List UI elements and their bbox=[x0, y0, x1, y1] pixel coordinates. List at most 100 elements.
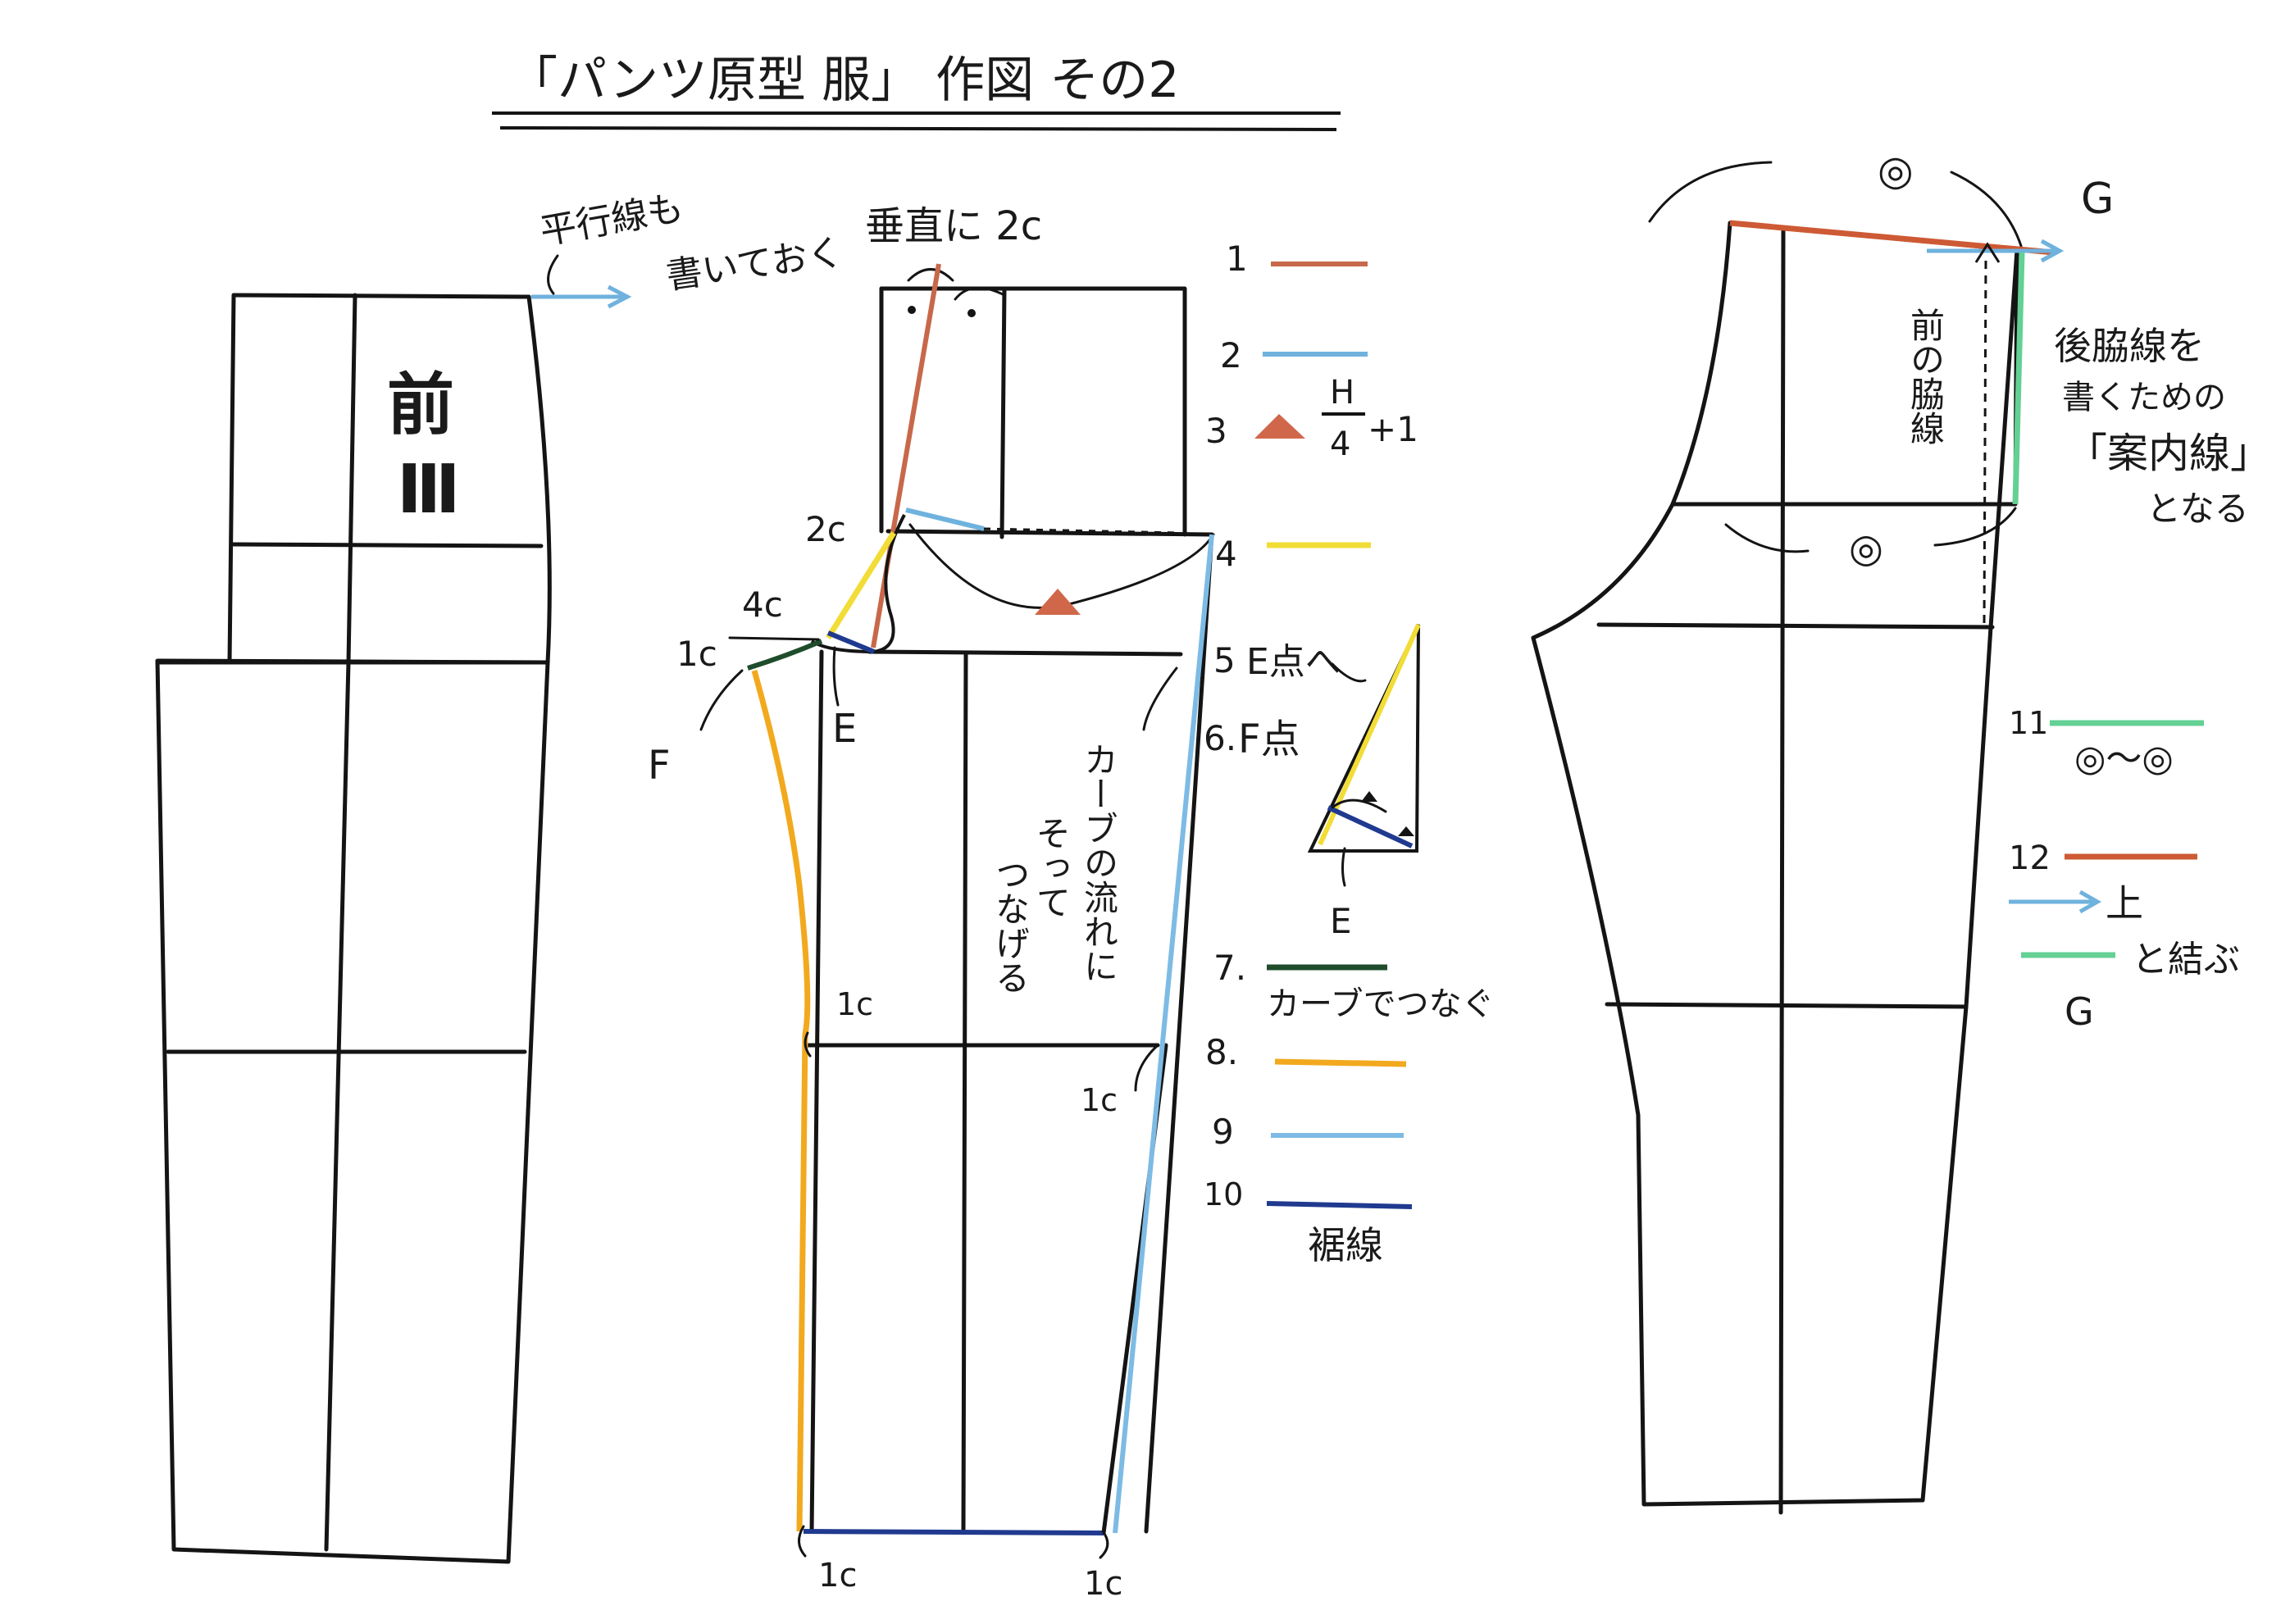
line10-navy-hem bbox=[803, 1529, 1104, 1535]
legend-num-8: 8. bbox=[1205, 1032, 1238, 1072]
pointer-curve-icon bbox=[547, 254, 559, 295]
front-hip-line bbox=[231, 542, 544, 548]
legend: 1 2 3 H 4 +1 4 5 E点へ 6. F点 E 7. カーブでつなぐ … bbox=[1204, 239, 1495, 1267]
back-note-3: 「案内線」 bbox=[2066, 430, 2271, 477]
legend-num-3: 3 bbox=[1205, 411, 1227, 451]
back-mid-arc-right bbox=[1933, 507, 2017, 547]
line7-darkgreen-curve bbox=[747, 639, 823, 671]
back-front-line-note: 前の脇線 bbox=[1905, 307, 1946, 445]
mark-1c-left: 1c bbox=[676, 634, 717, 674]
crotch-curve-ink bbox=[810, 514, 906, 654]
line8-orange-inseam bbox=[751, 670, 811, 1532]
legend-text-7: カーブでつなぐ bbox=[1267, 985, 1495, 1023]
knee-right-mark-icon bbox=[1134, 1044, 1159, 1092]
legend-text-10: 裾線 bbox=[1308, 1223, 1383, 1267]
back-crotch-line bbox=[1596, 622, 1995, 630]
back-dashed-guide bbox=[1983, 257, 1987, 624]
mark-2c: 2c bbox=[805, 509, 846, 549]
inset-yellow-line bbox=[1318, 623, 1421, 846]
legend12-text1: 上 bbox=[2106, 881, 2143, 926]
back-knee-line bbox=[1605, 1002, 1969, 1009]
inset-angle-icon bbox=[1331, 798, 1387, 813]
legend-swatch-10 bbox=[1266, 1201, 1413, 1209]
vertical-2c-note: 垂直に 2c bbox=[865, 203, 1042, 249]
legend-num-1: 1 bbox=[1226, 239, 1248, 279]
inset-navy-line bbox=[1327, 805, 1414, 848]
middle-crotch-line bbox=[867, 649, 1183, 657]
legend-num-7: 7. bbox=[1213, 948, 1246, 988]
middle-outseam-base bbox=[1144, 532, 1214, 1534]
back-note-1: 後脇線を bbox=[2054, 324, 2205, 368]
back-side-curve bbox=[1531, 221, 1732, 640]
label-E: E bbox=[832, 706, 857, 752]
curve-note-2: そって bbox=[1031, 816, 1072, 919]
back-top-arc-left bbox=[1648, 161, 1773, 223]
curve-note-3: つなげる bbox=[990, 857, 1031, 994]
legend-triangle-icon bbox=[1254, 414, 1305, 439]
front-label: 前 bbox=[387, 366, 454, 444]
inset-triangle-mark bbox=[1361, 791, 1377, 802]
arrow-right-icon bbox=[607, 284, 632, 309]
legend-num-4: 4 bbox=[1215, 534, 1237, 574]
legend11-text: ◎〜◎ bbox=[2074, 738, 2174, 780]
mark-4c: 4c bbox=[742, 585, 783, 625]
curve-note-1: カーブの流れに bbox=[1079, 742, 1119, 983]
hem-right-mark-icon bbox=[1099, 1530, 1109, 1559]
knee-left-mark-icon bbox=[804, 1031, 812, 1058]
back-lower-outline bbox=[1531, 625, 1993, 1507]
back-mark-top: ◎ bbox=[1878, 147, 1914, 194]
front-lower-outline bbox=[155, 658, 550, 1564]
back-pattern-figure: ◎ G ◎ 前の脇線 後脇線を 書くための 「案内線」 となる 11 ◎〜◎ 1… bbox=[1531, 147, 2271, 1515]
back-upper-right-edge bbox=[1988, 248, 2019, 630]
legend12-G: G bbox=[2065, 989, 2094, 1034]
inset-label-E: E bbox=[1330, 901, 1352, 941]
triangle-mark-icon bbox=[1035, 589, 1081, 615]
legend12-arrow-icon bbox=[2078, 889, 2102, 914]
mark-1c-knee-right: 1c bbox=[1081, 1082, 1118, 1118]
legend-num-5: 5 bbox=[1213, 640, 1236, 680]
legend-inset-diagram: E bbox=[1307, 623, 1421, 941]
dot-mark-2 bbox=[967, 309, 976, 317]
pointer-E bbox=[832, 646, 840, 707]
line12-brown-waist bbox=[1729, 220, 2055, 256]
back-mid-arc-left bbox=[1724, 523, 1810, 553]
front-upper-left-edge bbox=[227, 293, 236, 665]
angle-mark-icon bbox=[907, 268, 954, 282]
legend-3-numerator: H bbox=[1330, 374, 1354, 412]
line5-navy bbox=[826, 630, 876, 654]
line11-green-guide bbox=[2012, 252, 2025, 505]
back-label-G: G bbox=[2081, 175, 2114, 224]
4c-span-line bbox=[728, 636, 820, 641]
parallel-note-line1: 平行線も bbox=[537, 187, 686, 253]
pointer-F bbox=[699, 669, 744, 731]
back-center-line bbox=[1778, 227, 1786, 1515]
hem-left-mark-icon bbox=[798, 1525, 807, 1558]
mark-1c-knee-left: 1c bbox=[836, 986, 873, 1022]
line2-blue bbox=[905, 507, 985, 531]
legend-num-10: 10 bbox=[1204, 1176, 1243, 1212]
legend12-text2: と結ぶ bbox=[2132, 939, 2240, 980]
mark-1c-hem-left: 1c bbox=[818, 1557, 857, 1594]
legend-3-denominator: 4 bbox=[1330, 425, 1350, 463]
inset-triangle-mark-2 bbox=[1398, 826, 1414, 836]
back-upper-outline bbox=[1670, 221, 2019, 507]
legend-5-arrow-icon bbox=[1331, 662, 1367, 683]
title-underline-2 bbox=[499, 126, 1337, 131]
legend12-num: 12 bbox=[2009, 839, 2051, 877]
back-arrow-icon bbox=[2040, 239, 2065, 263]
line4-yellow bbox=[826, 531, 896, 639]
middle-hip-line bbox=[885, 529, 1214, 537]
parallel-note-line2: 書いておく bbox=[663, 231, 845, 298]
middle-pattern-figure: 垂直に 2c 2c 4c 1c bbox=[648, 203, 1215, 1603]
middle-inner-leg-line bbox=[809, 649, 824, 1534]
dot-mark bbox=[908, 306, 916, 314]
back-top-arc-right bbox=[1950, 171, 2023, 248]
legend-num-2: 2 bbox=[1220, 335, 1242, 375]
middle-center-line-lower bbox=[961, 652, 968, 1534]
inset-pointer-E bbox=[1341, 847, 1346, 887]
front-roman-numeral: Ⅲ bbox=[397, 451, 461, 529]
middle-top-box bbox=[879, 286, 1187, 537]
front-center-line-lower bbox=[324, 660, 351, 1552]
label-F: F bbox=[648, 743, 671, 789]
